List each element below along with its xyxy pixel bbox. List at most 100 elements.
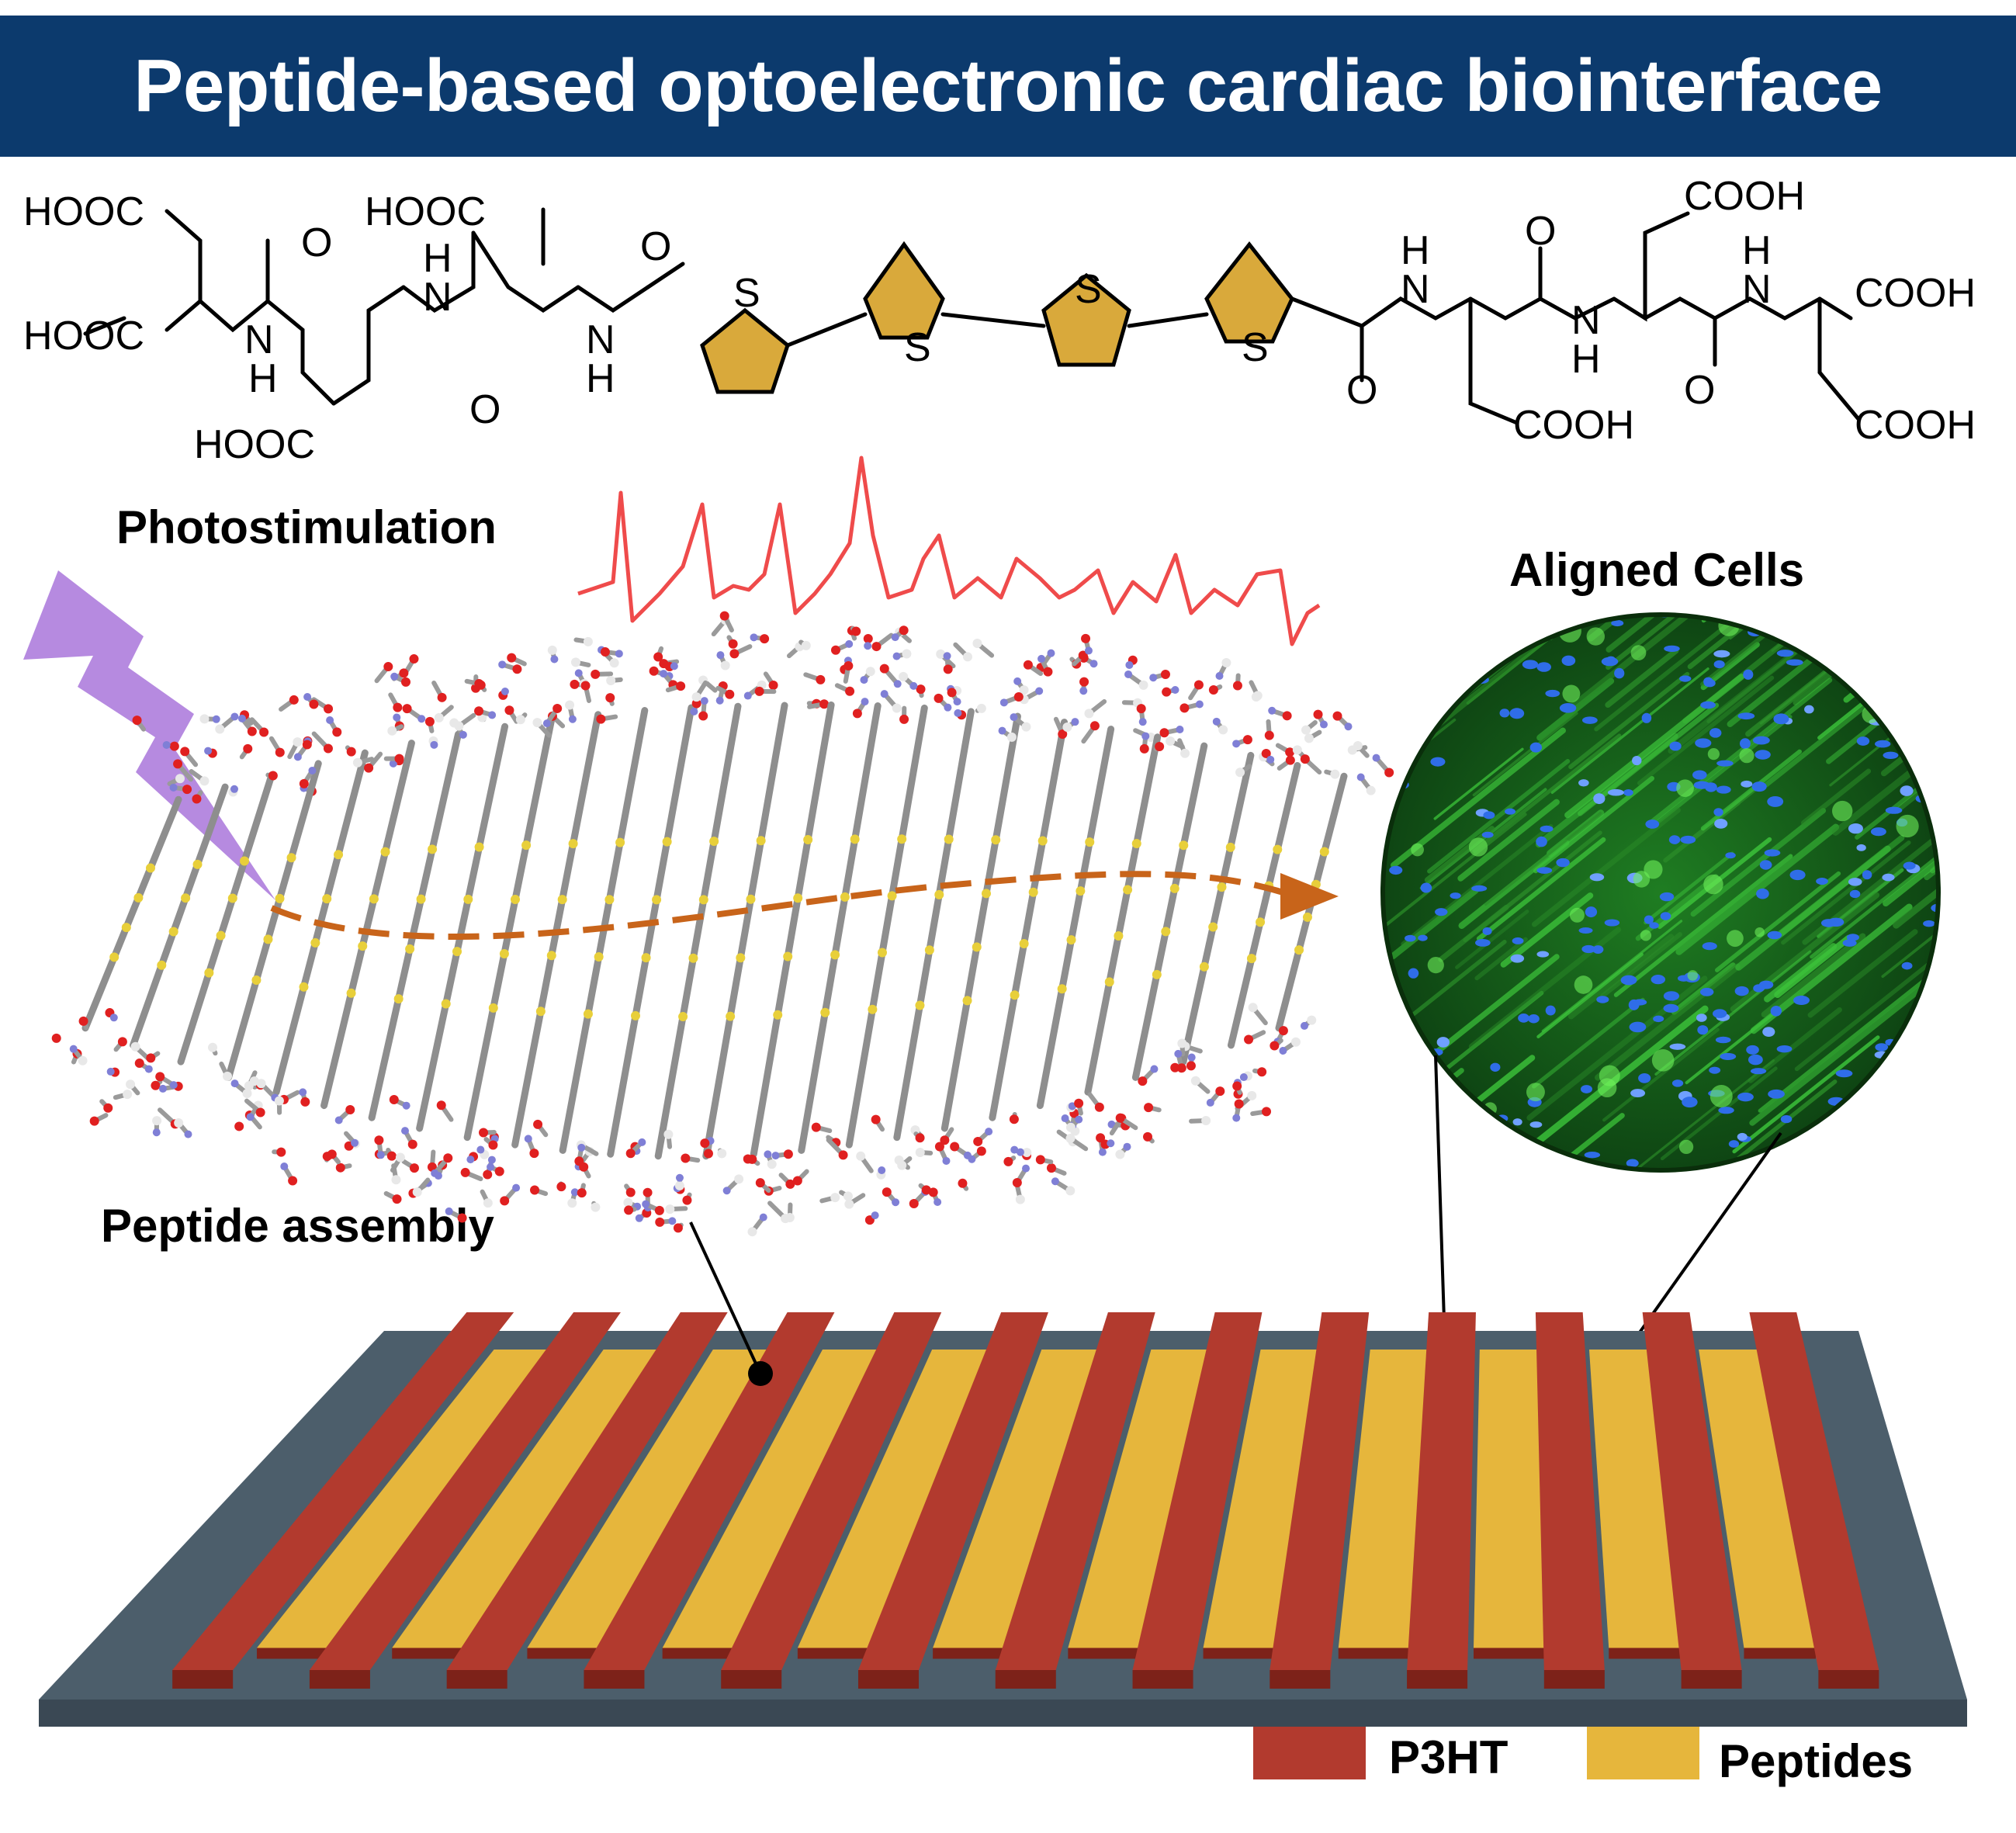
atom-label: N — [1742, 267, 1772, 312]
legend-swatch-peptides — [1587, 1727, 1699, 1779]
thiophene-ring-4 — [1204, 241, 1294, 344]
group-label: HOOC — [23, 189, 144, 234]
bond — [1817, 296, 1861, 421]
bond — [265, 299, 336, 406]
bond — [1612, 211, 1690, 322]
group-label: COOH — [1513, 403, 1634, 448]
atom-label: H — [1571, 337, 1601, 382]
legend-label-p3ht: P3HT — [1389, 1731, 1508, 1783]
photostimulation-label: Photostimulation — [116, 501, 497, 553]
peptide-strand — [219, 693, 342, 1131]
bond — [1468, 296, 1519, 425]
peptide-stripe — [662, 1350, 881, 1659]
legend: P3HT Peptides — [1253, 1727, 1913, 1787]
atom-label: O — [1684, 368, 1715, 413]
p3ht-stripe — [1132, 1312, 1263, 1689]
bond — [1643, 296, 1717, 321]
p3ht-stripe — [721, 1312, 942, 1689]
peptide-stripe — [1203, 1350, 1319, 1659]
group-label: HOOC — [365, 189, 486, 234]
bond — [198, 238, 270, 333]
bond — [1468, 296, 1543, 321]
peptide-stripe — [256, 1350, 552, 1659]
bond — [165, 209, 203, 332]
thiophene-ring-2 — [863, 241, 945, 340]
group-label: COOH — [1855, 403, 1976, 448]
peptide-stripe — [933, 1350, 1100, 1659]
bond — [401, 230, 476, 314]
electrical-signal-trace — [577, 456, 1321, 646]
peptide-stripe — [797, 1350, 991, 1659]
atom-label: H — [248, 356, 278, 401]
bond — [1713, 296, 1822, 321]
peptide-stripe — [1588, 1350, 1681, 1659]
p3ht-stripe — [1270, 1312, 1370, 1689]
bond — [1290, 296, 1364, 328]
p3ht-stripe — [309, 1312, 621, 1689]
dashed-arrow-icon — [270, 871, 1290, 940]
peptide-strand — [871, 638, 995, 1209]
peptide-strand — [130, 695, 317, 1138]
peptide-stripe — [1338, 1350, 1429, 1659]
p3ht-stripe — [172, 1312, 514, 1689]
lightning-bolt-icon — [23, 570, 275, 900]
group-label: HOOC — [23, 314, 144, 359]
peptide-strand — [51, 716, 217, 1077]
molecule-labels: HOOC HOOC HOOC HOOC COOH COOH COOH COOH … — [23, 174, 1976, 467]
molecular-structure — [83, 207, 1861, 425]
atom-label: H — [586, 356, 615, 401]
p3ht-stripe — [995, 1312, 1155, 1689]
bond — [1817, 296, 1853, 321]
p3ht-stripe — [1407, 1312, 1476, 1689]
atom-label: H — [1401, 228, 1430, 273]
thiophene-ring-1 — [700, 307, 790, 394]
peptide-strand — [368, 674, 487, 1204]
atom-label: N — [586, 317, 615, 362]
peptide-strand — [1100, 657, 1242, 1159]
bond — [1538, 296, 1616, 321]
bond — [940, 312, 1046, 328]
atom-label: H — [1742, 228, 1772, 273]
bond — [646, 262, 685, 289]
p3ht-stripe — [1535, 1312, 1605, 1689]
legend-swatch-p3ht — [1253, 1727, 1366, 1779]
peptide-stripe — [1699, 1350, 1816, 1659]
p3ht-stripe — [584, 1312, 835, 1689]
peptide-strand — [1170, 680, 1295, 1125]
thiophene-ring-3 — [1041, 272, 1131, 367]
peptide-stripe — [392, 1350, 662, 1659]
atom-label: S — [904, 325, 931, 370]
peptide-stripe — [1474, 1350, 1546, 1659]
peptide-strand — [89, 712, 269, 1129]
peptide-strand — [390, 653, 527, 1198]
peptide-strand — [1065, 655, 1185, 1156]
peptide-strand — [673, 633, 830, 1233]
atom-label: O — [1346, 368, 1377, 413]
bond — [471, 230, 580, 314]
bond — [331, 285, 406, 406]
peptide-strand — [811, 625, 972, 1225]
arrow-head — [1280, 873, 1339, 920]
peptide-strand — [717, 625, 869, 1237]
peptide-strand — [244, 692, 404, 1186]
peptide-stripe — [527, 1350, 771, 1659]
bond — [785, 312, 868, 348]
atom-label: N — [244, 317, 274, 362]
bond — [1360, 296, 1473, 328]
peptide-assembly-structure — [51, 611, 1394, 1237]
atom-label: N — [1571, 298, 1601, 343]
atom-label: N — [423, 275, 452, 320]
peptide-strand — [1206, 719, 1340, 1122]
peptide-strand — [431, 645, 590, 1223]
peptide-strand — [950, 633, 1098, 1204]
peptide-strand — [755, 627, 912, 1224]
atom-label: S — [1075, 267, 1102, 312]
aligned-cells-micrograph — [1380, 612, 1941, 1173]
atom-label: O — [640, 224, 671, 269]
peptide-stripe — [1068, 1350, 1210, 1659]
patterned-substrate — [39, 1312, 1967, 1727]
group-label: COOH — [1855, 271, 1976, 316]
bond — [1127, 312, 1209, 328]
group-label: COOH — [1684, 174, 1805, 219]
